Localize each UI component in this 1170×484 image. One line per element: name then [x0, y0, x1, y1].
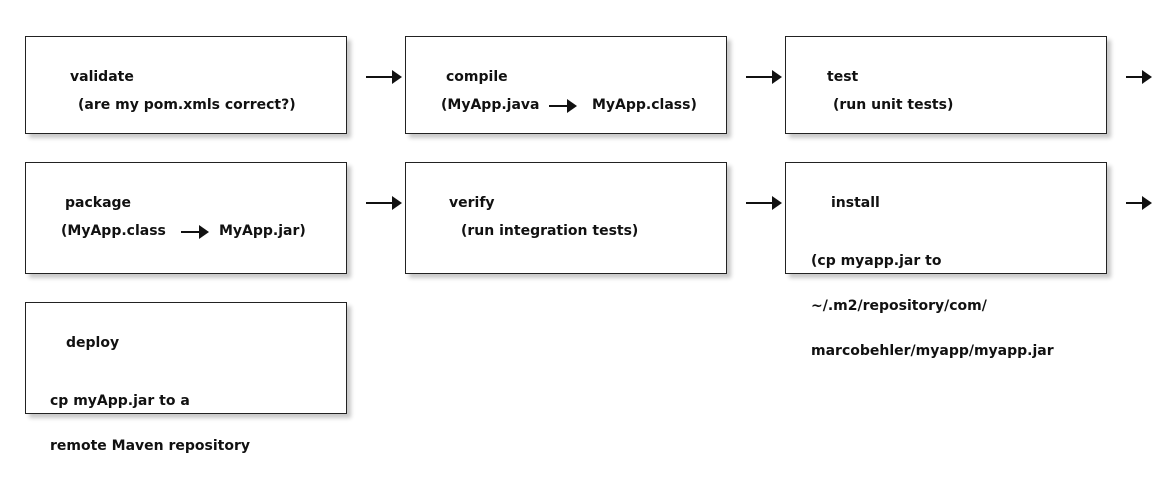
compile-phase-box: compile (MyApp.java MyApp.class)	[405, 36, 727, 134]
deploy-description-line: remote Maven repository	[50, 438, 251, 454]
compile-inner-arrow	[549, 99, 577, 113]
verify-phase-description: (run integration tests)	[461, 223, 639, 239]
deploy-phase-box: deploy cp myApp.jar to a remote Maven re…	[25, 302, 347, 454]
install-phase-description: (cp myapp.jar to ~/.m2/repository/com/ m…	[811, 224, 1054, 389]
compile-output-file: MyApp.class)	[592, 97, 697, 113]
arrow-validate-to-compile	[366, 70, 402, 84]
package-phase-box: package (MyApp.class MyApp.jar)	[25, 162, 347, 274]
install-description-line: marcobehler/myapp/myapp.jar	[811, 343, 1054, 359]
compile-phase-name: compile	[446, 69, 508, 85]
install-phase-box: install (cp myapp.jar to ~/.m2/repositor…	[785, 162, 1107, 359]
validate-phase-box: validate (are my pom.xmls correct?)	[25, 36, 347, 134]
deploy-phase-name: deploy	[66, 335, 120, 351]
test-phase-name: test	[827, 69, 859, 85]
arrow-compile-to-test	[746, 70, 782, 84]
arrow-package-to-verify	[366, 196, 402, 210]
package-output-file: MyApp.jar)	[219, 223, 306, 239]
test-phase-box: test (run unit tests)	[785, 36, 1107, 134]
deploy-phase-description: cp myApp.jar to a remote Maven repositor…	[50, 364, 250, 484]
deploy-description-line: cp myApp.jar to a	[50, 393, 190, 409]
package-source-file: (MyApp.class	[61, 223, 166, 239]
install-description-line: (cp myapp.jar to	[811, 253, 942, 269]
validate-phase-name: validate	[70, 69, 134, 85]
package-phase-name: package	[65, 195, 132, 211]
arrow-install-to-deploy	[1126, 196, 1152, 210]
verify-phase-box: verify (run integration tests)	[405, 162, 727, 274]
validate-phase-description: (are my pom.xmls correct?)	[78, 97, 296, 113]
arrow-verify-to-install	[746, 196, 782, 210]
test-phase-description: (run unit tests)	[833, 97, 954, 113]
install-description-line: ~/.m2/repository/com/	[811, 298, 987, 314]
verify-phase-name: verify	[449, 195, 495, 211]
install-phase-name: install	[831, 195, 880, 211]
arrow-test-to-package	[1126, 70, 1152, 84]
compile-source-file: (MyApp.java	[441, 97, 540, 113]
package-inner-arrow	[181, 225, 209, 239]
